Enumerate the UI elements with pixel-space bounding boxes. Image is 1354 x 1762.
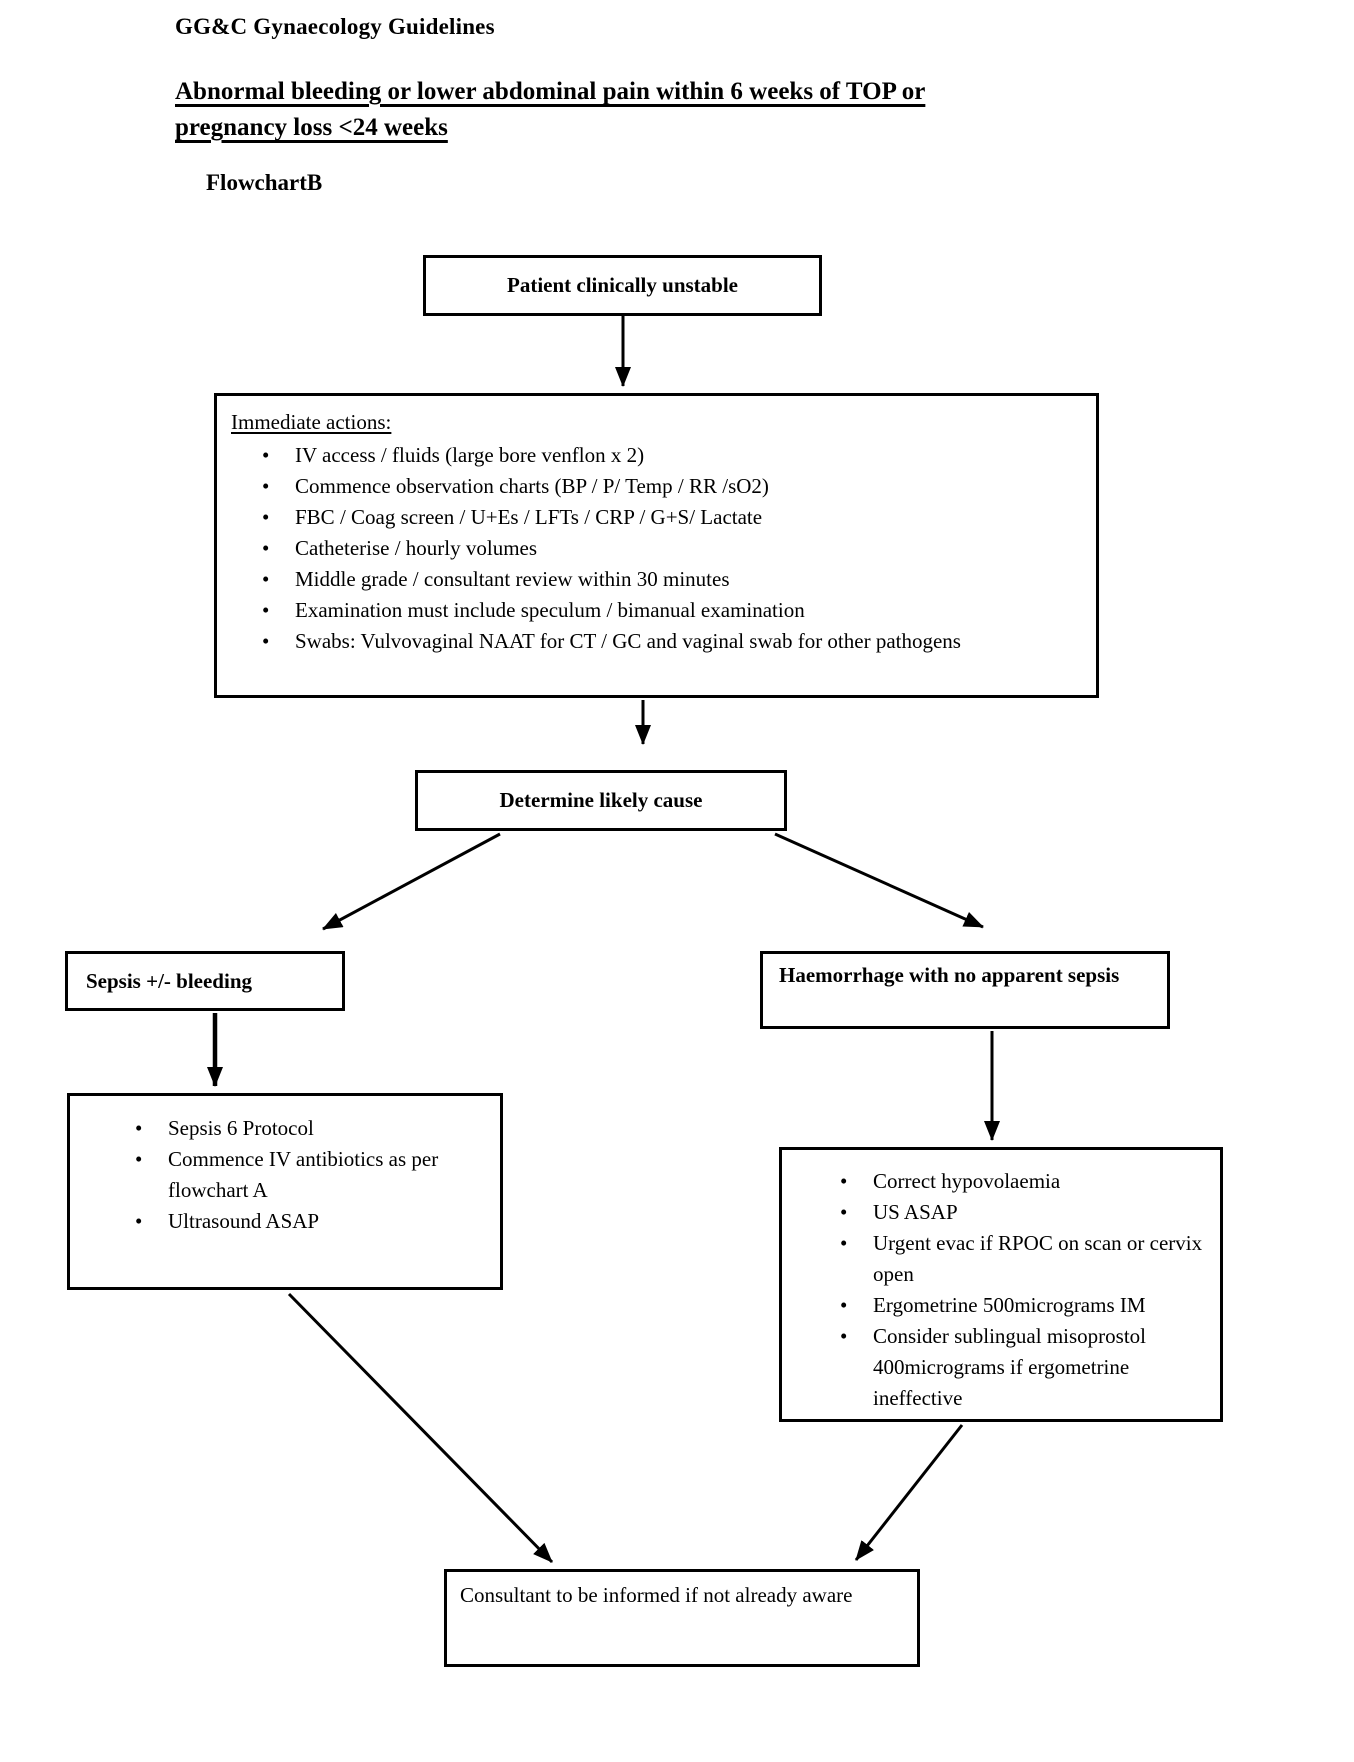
node-determine-likely-cause-label: Determine likely cause xyxy=(499,788,703,812)
list-item: Swabs: Vulvovaginal NAAT for CT / GC and… xyxy=(262,626,1076,657)
node-haemorrhage-branch-label: Haemorrhage with no apparent sepsis xyxy=(779,963,1120,987)
node-consultant-note-label: Consultant to be informed if not already… xyxy=(460,1583,853,1607)
list-item: Correct hypovolaemia xyxy=(840,1166,1206,1197)
document-heading-line2: pregnancy loss <24 weeks xyxy=(175,114,448,141)
node-haemorrhage-actions: Correct hypovolaemia US ASAP Urgent evac… xyxy=(779,1147,1223,1422)
node-sepsis-branch: Sepsis +/- bleeding xyxy=(65,951,345,1011)
node-determine-likely-cause: Determine likely cause xyxy=(415,770,787,831)
node-patient-clinically-unstable: Patient clinically unstable xyxy=(423,255,822,316)
list-item: Catheterise / hourly volumes xyxy=(262,533,1076,564)
arrow-sepsis-actions-to-consultant xyxy=(287,1292,554,1564)
sepsis-actions-list: Sepsis 6 Protocol Commence IV antibiotic… xyxy=(70,1113,488,1237)
node-consultant-note: Consultant to be informed if not already… xyxy=(444,1569,920,1667)
list-item: IV access / fluids (large bore venflon x… xyxy=(262,440,1076,471)
node-sepsis-actions: Sepsis 6 Protocol Commence IV antibiotic… xyxy=(67,1093,503,1290)
arrow-haemorrhage-actions-to-consultant xyxy=(854,1424,964,1561)
flowchart-label: FlowchartB xyxy=(206,170,323,195)
node-haemorrhage-branch: Haemorrhage with no apparent sepsis xyxy=(760,951,1170,1029)
list-item: US ASAP xyxy=(840,1197,1206,1228)
haemorrhage-actions-list: Correct hypovolaemia US ASAP Urgent evac… xyxy=(782,1166,1206,1414)
immediate-actions-list: IV access / fluids (large bore venflon x… xyxy=(231,440,1076,657)
document-heading: Abnormal bleeding or lower abdominal pai… xyxy=(175,74,925,146)
arrow-determine-to-sepsis xyxy=(322,832,501,931)
list-item: Commence observation charts (BP / P/ Tem… xyxy=(262,471,1076,502)
list-item: Consider sublingual misoprostol 400micro… xyxy=(840,1321,1206,1414)
node-immediate-actions: Immediate actions: IV access / fluids (l… xyxy=(214,393,1099,698)
node-sepsis-branch-label: Sepsis +/- bleeding xyxy=(86,968,253,993)
list-item: Urgent evac if RPOC on scan or cervix op… xyxy=(840,1228,1206,1290)
list-item: Ultrasound ASAP xyxy=(135,1206,488,1237)
immediate-actions-title: Immediate actions: xyxy=(231,410,392,434)
list-item: Sepsis 6 Protocol xyxy=(135,1113,488,1144)
list-item: Ergometrine 500micrograms IM xyxy=(840,1290,1206,1321)
list-item: Middle grade / consultant review within … xyxy=(262,564,1076,595)
list-item: Examination must include speculum / bima… xyxy=(262,595,1076,626)
document-heading-line1: Abnormal bleeding or lower abdominal pai… xyxy=(175,78,926,105)
list-item: FBC / Coag screen / U+Es / LFTs / CRP / … xyxy=(262,502,1076,533)
list-item: Commence IV antibiotics as per flowchart… xyxy=(135,1144,488,1206)
document-title: GG&C Gynaecology Guidelines xyxy=(175,14,495,39)
arrow-determine-to-haemorrhage xyxy=(774,832,984,929)
node-patient-clinically-unstable-label: Patient clinically unstable xyxy=(507,273,738,297)
